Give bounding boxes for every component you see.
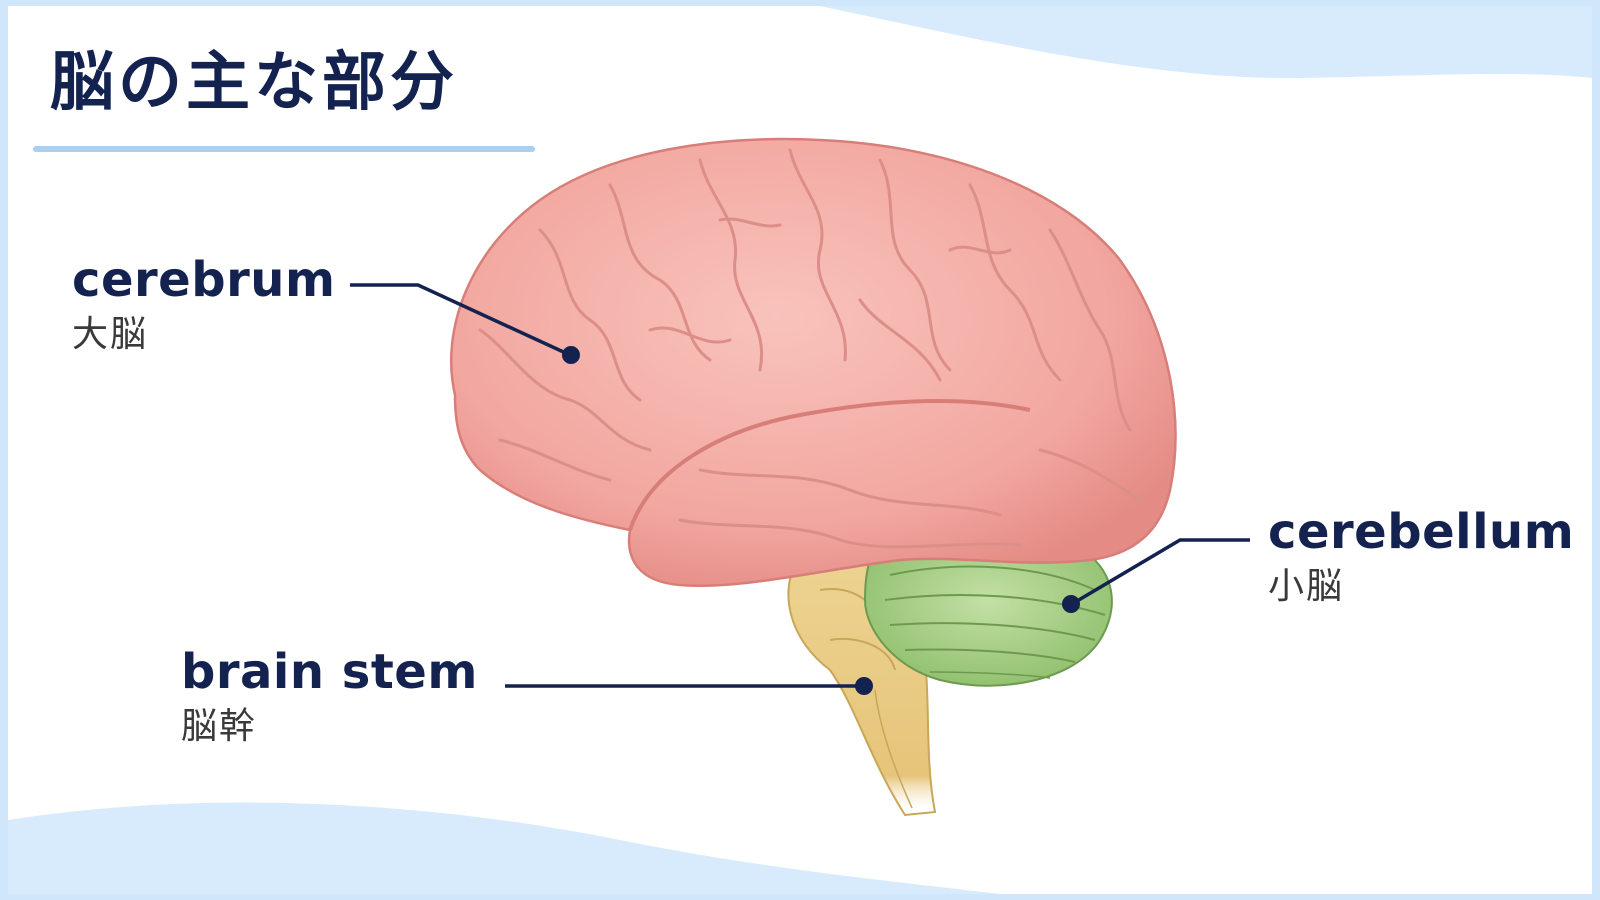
cerebellum-label-ja: 小脳 [1268,565,1345,607]
label-brainstem: brain stem 脳幹 [181,646,478,748]
title-underline [33,146,535,152]
cerebellum-label-en: cerebellum [1268,504,1575,560]
label-cerebrum: cerebrum 大脳 [72,254,335,356]
page-title: 脳の主な部分 [50,46,458,120]
brainstem-label-ja: 脳幹 [181,705,258,747]
cerebrum-label-ja: 大脳 [72,313,149,355]
cerebrum-label-en: cerebrum [72,252,336,308]
brainstem-label-en: brain stem [181,644,478,700]
label-cerebellum: cerebellum 小脳 [1268,506,1574,608]
